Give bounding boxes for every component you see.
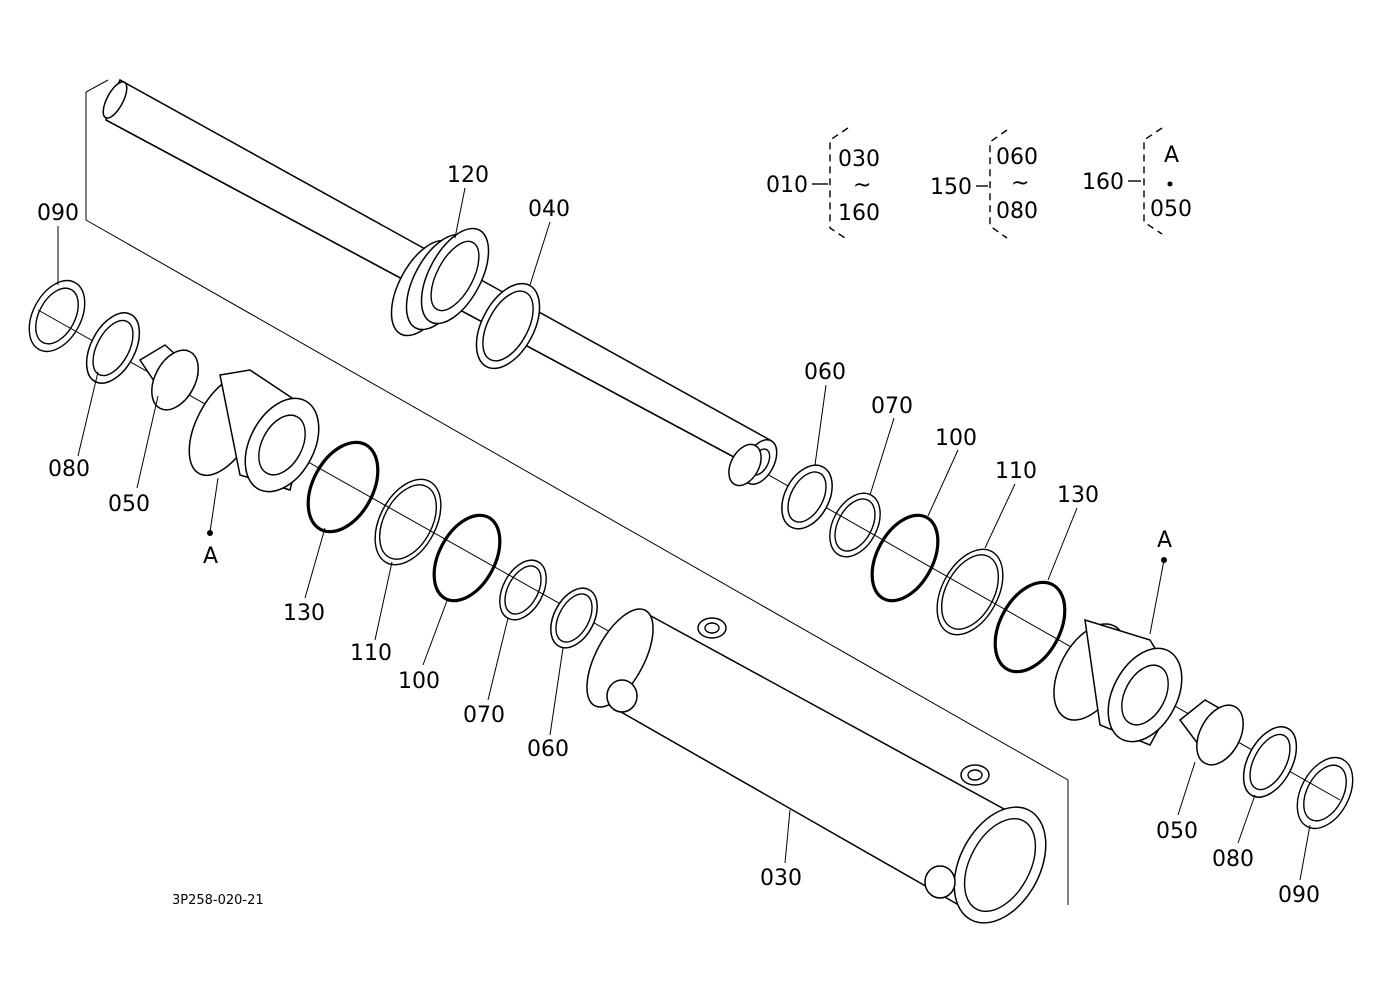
assembly-frame bbox=[85, 79, 1069, 905]
legend-160-from: A bbox=[1164, 143, 1179, 168]
label-100-left: 100 bbox=[398, 669, 440, 694]
o-ring-130-left bbox=[306, 440, 380, 534]
label-090-left: 090 bbox=[37, 201, 79, 226]
label-110-left: 110 bbox=[350, 641, 392, 666]
rod-guide-right bbox=[1053, 618, 1183, 746]
legend-160-to: 050 bbox=[1150, 197, 1192, 222]
label-120: 120 bbox=[447, 163, 489, 188]
seal-060-left bbox=[550, 587, 598, 649]
label-080-right: 080 bbox=[1212, 847, 1254, 872]
label-060-left: 060 bbox=[527, 737, 569, 762]
leader-lines bbox=[57, 187, 1311, 881]
wear-ring bbox=[475, 282, 541, 370]
cylinder-tube bbox=[586, 608, 1047, 924]
o-ring-100-right bbox=[870, 513, 940, 603]
point-a-left-dot bbox=[207, 530, 213, 536]
label-030: 030 bbox=[760, 866, 802, 891]
backup-ring-110-left bbox=[374, 478, 442, 566]
legend-150-range: ~ bbox=[1011, 171, 1029, 196]
legend-150-to: 080 bbox=[996, 199, 1038, 224]
backup-ring-070-right bbox=[829, 492, 881, 558]
backup-ring-110-right bbox=[936, 548, 1004, 636]
label-130-right: 130 bbox=[1057, 483, 1099, 508]
legend-010-from: 030 bbox=[838, 147, 880, 172]
legend-160-parent: 160 bbox=[1082, 170, 1124, 195]
legend-150-parent: 150 bbox=[930, 175, 972, 200]
legend-010-range: ~ bbox=[853, 173, 871, 198]
drawing-number: 3P258-020-21 bbox=[172, 893, 264, 908]
rod-guide-left bbox=[188, 369, 320, 493]
point-a-right-dot bbox=[1161, 557, 1167, 563]
label-a-left: A bbox=[203, 544, 218, 569]
label-110-right: 110 bbox=[995, 459, 1037, 484]
legend-160-dot bbox=[1167, 181, 1173, 187]
label-040: 040 bbox=[528, 197, 570, 222]
snap-ring-right bbox=[1296, 756, 1354, 830]
legend-150-from: 060 bbox=[996, 145, 1038, 170]
piston-head bbox=[390, 227, 490, 337]
label-050-right: 050 bbox=[1156, 819, 1198, 844]
label-130-left: 130 bbox=[283, 601, 325, 626]
label-080-left: 080 bbox=[48, 457, 90, 482]
label-a-right: A bbox=[1157, 528, 1172, 553]
dust-seal-left bbox=[85, 312, 141, 384]
o-ring-130-right bbox=[993, 580, 1067, 674]
backup-ring-070-left bbox=[499, 559, 547, 621]
axis-lines bbox=[37, 309, 1341, 801]
bushing-right bbox=[1178, 699, 1244, 766]
label-100-right: 100 bbox=[935, 426, 977, 451]
label-060-right: 060 bbox=[804, 360, 846, 385]
o-ring-100-left bbox=[432, 513, 502, 603]
label-070-right: 070 bbox=[871, 394, 913, 419]
label-050-left: 050 bbox=[108, 492, 150, 517]
label-070-left: 070 bbox=[463, 703, 505, 728]
bushing-left bbox=[138, 344, 200, 411]
snap-ring-left bbox=[28, 279, 86, 353]
legend-010-to: 160 bbox=[838, 201, 880, 226]
seal-060-right bbox=[781, 464, 833, 530]
assembly-legend: 010 030 ~ 160 150 060 ~ 080 160 A 050 bbox=[766, 127, 1192, 241]
label-090-right: 090 bbox=[1278, 883, 1320, 908]
dust-seal-right bbox=[1242, 726, 1298, 798]
part-labels: 120 040 090 080 050 A 130 110 100 070 06… bbox=[37, 163, 1320, 908]
legend-010-parent: 010 bbox=[766, 173, 808, 198]
